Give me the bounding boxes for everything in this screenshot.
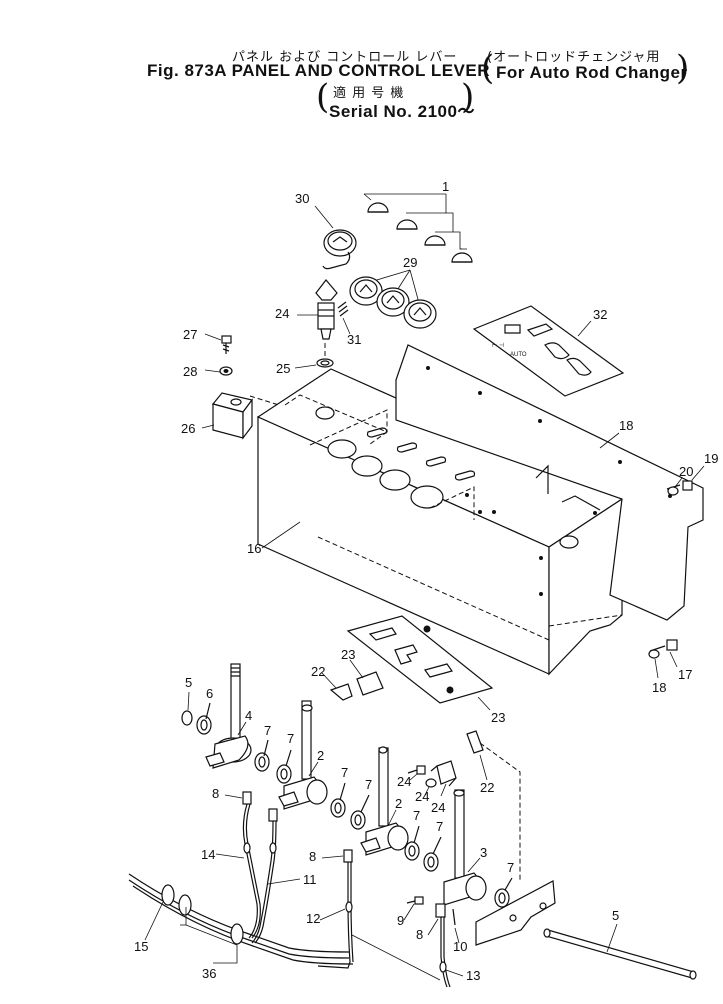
callout-25: 24 xyxy=(397,774,411,789)
callout-7: 7 xyxy=(365,777,372,792)
title-japanese-variant: (オートロッドチェンジャ用 xyxy=(487,50,661,65)
callout-17: 17 xyxy=(678,667,692,682)
callout-7: 6 xyxy=(206,686,213,701)
callout-3: 3 xyxy=(480,845,487,860)
callout-24: 23 xyxy=(341,647,355,662)
callout-9: 9 xyxy=(397,913,404,928)
guide-plate-23 xyxy=(346,615,494,711)
callout-28: 25 xyxy=(276,361,290,376)
callout-33: 30 xyxy=(295,191,309,206)
callout-34: 31 xyxy=(347,332,361,347)
back-plate-19 xyxy=(395,344,704,621)
callout-8: 8 xyxy=(309,849,316,864)
bracket-22-lower xyxy=(466,730,521,880)
wire-11 xyxy=(251,820,301,944)
serial-japanese: 適 用 号 機 xyxy=(333,86,405,101)
figure-title: Fig. 873A PANEL AND CONTROL LEVER xyxy=(147,61,491,80)
callout-24: 24 xyxy=(431,800,445,815)
callout-12: 12 xyxy=(306,911,320,926)
paren-open: ( xyxy=(481,48,495,88)
washer-18 xyxy=(648,649,660,679)
lever-2-left xyxy=(278,700,328,810)
title-block: パネル および コントロール レバー (オートロッドチェンジャ用 Fig. 87… xyxy=(0,0,723,130)
callout-32: 29 xyxy=(403,255,417,270)
bracket-24-lower xyxy=(430,760,457,797)
bolt-25 xyxy=(407,765,426,781)
lever-2-right xyxy=(360,746,409,856)
title-variant: For Auto Rod Changer xyxy=(496,63,688,82)
callout-27: 24 xyxy=(275,306,289,321)
callout-4: 4 xyxy=(245,708,252,723)
callout-6: 5 xyxy=(185,675,192,690)
lever-4 xyxy=(205,663,252,769)
callout-labels: 1 30 29 32 24 31 27 25 28 26 18 19 20 16… xyxy=(134,179,718,983)
wire-14 xyxy=(215,803,261,939)
panel-plate-35: ⊢ ⊣ AUTO xyxy=(472,305,625,397)
block-29 xyxy=(201,392,283,440)
serial-number: Serial No. 2100～ xyxy=(329,102,475,121)
callout-22: 22 xyxy=(311,664,325,679)
callout-7: 7 xyxy=(341,765,348,780)
snap-ring-6 xyxy=(181,691,193,726)
shaft-5 xyxy=(543,923,697,980)
callout-22: 22 xyxy=(480,780,494,795)
callout-11: 11 xyxy=(303,872,317,887)
callout-16: 16 xyxy=(247,541,261,556)
bolt-30 xyxy=(204,333,232,354)
paren-close: ) xyxy=(676,48,690,88)
bracket-22-upper xyxy=(321,672,353,701)
gauges-32 xyxy=(349,269,437,329)
wire-12 xyxy=(317,862,441,981)
callout-8: 8 xyxy=(212,786,219,801)
panel-box-16 xyxy=(256,368,624,676)
callout-15: 15 xyxy=(134,939,148,954)
title-japanese: パネル および コントロール レバー xyxy=(232,50,458,65)
pin-10 xyxy=(452,908,460,944)
callout-7: 7 xyxy=(413,808,420,823)
callout-8: 8 xyxy=(416,927,423,942)
callout-21: 20 xyxy=(679,464,693,479)
callout-20: 19 xyxy=(704,451,718,466)
callout-19: 18 xyxy=(619,418,633,433)
gauge-33 xyxy=(314,205,357,270)
callout-7: 7 xyxy=(507,860,514,875)
washer-31 xyxy=(204,366,233,376)
serial-paren-close: ) xyxy=(461,77,475,117)
bracket-36 xyxy=(180,907,238,964)
callout-29: 26 xyxy=(181,421,195,436)
callout-1: 1 xyxy=(442,179,449,194)
callout-7: 7 xyxy=(436,819,443,834)
lever-3 xyxy=(443,789,487,906)
side-plate xyxy=(475,880,556,946)
callout-23: 23 xyxy=(491,710,505,725)
washer-21 xyxy=(667,477,683,496)
callout-10: 10 xyxy=(453,939,467,954)
svg-text:⊢ ⊣: ⊢ ⊣ xyxy=(492,342,504,349)
callout-7: 7 xyxy=(287,731,294,746)
callout-7: 7 xyxy=(264,723,271,738)
bracket-24-upper xyxy=(349,659,384,696)
washer-26 xyxy=(424,778,437,796)
callout-2: 2 xyxy=(395,796,402,811)
callout-14: 14 xyxy=(201,847,215,862)
rings-7 xyxy=(196,702,513,908)
callout-2: 2 xyxy=(317,748,324,763)
wire-13 xyxy=(439,917,464,988)
callout-31: 28 xyxy=(183,364,197,379)
callout-5: 5 xyxy=(612,908,619,923)
harness-15 xyxy=(128,873,354,965)
callout-35: 32 xyxy=(593,307,607,322)
knobs-1 xyxy=(363,193,473,263)
callout-18: 18 xyxy=(652,680,666,695)
svg-text:AUTO: AUTO xyxy=(510,352,527,358)
callout-13: 13 xyxy=(466,968,480,983)
callout-30: 27 xyxy=(183,327,197,342)
callout-36: 36 xyxy=(202,966,216,981)
bolt-9 xyxy=(403,896,424,921)
serial-paren-open: ( xyxy=(316,77,330,117)
key-switch-27 xyxy=(294,279,351,369)
